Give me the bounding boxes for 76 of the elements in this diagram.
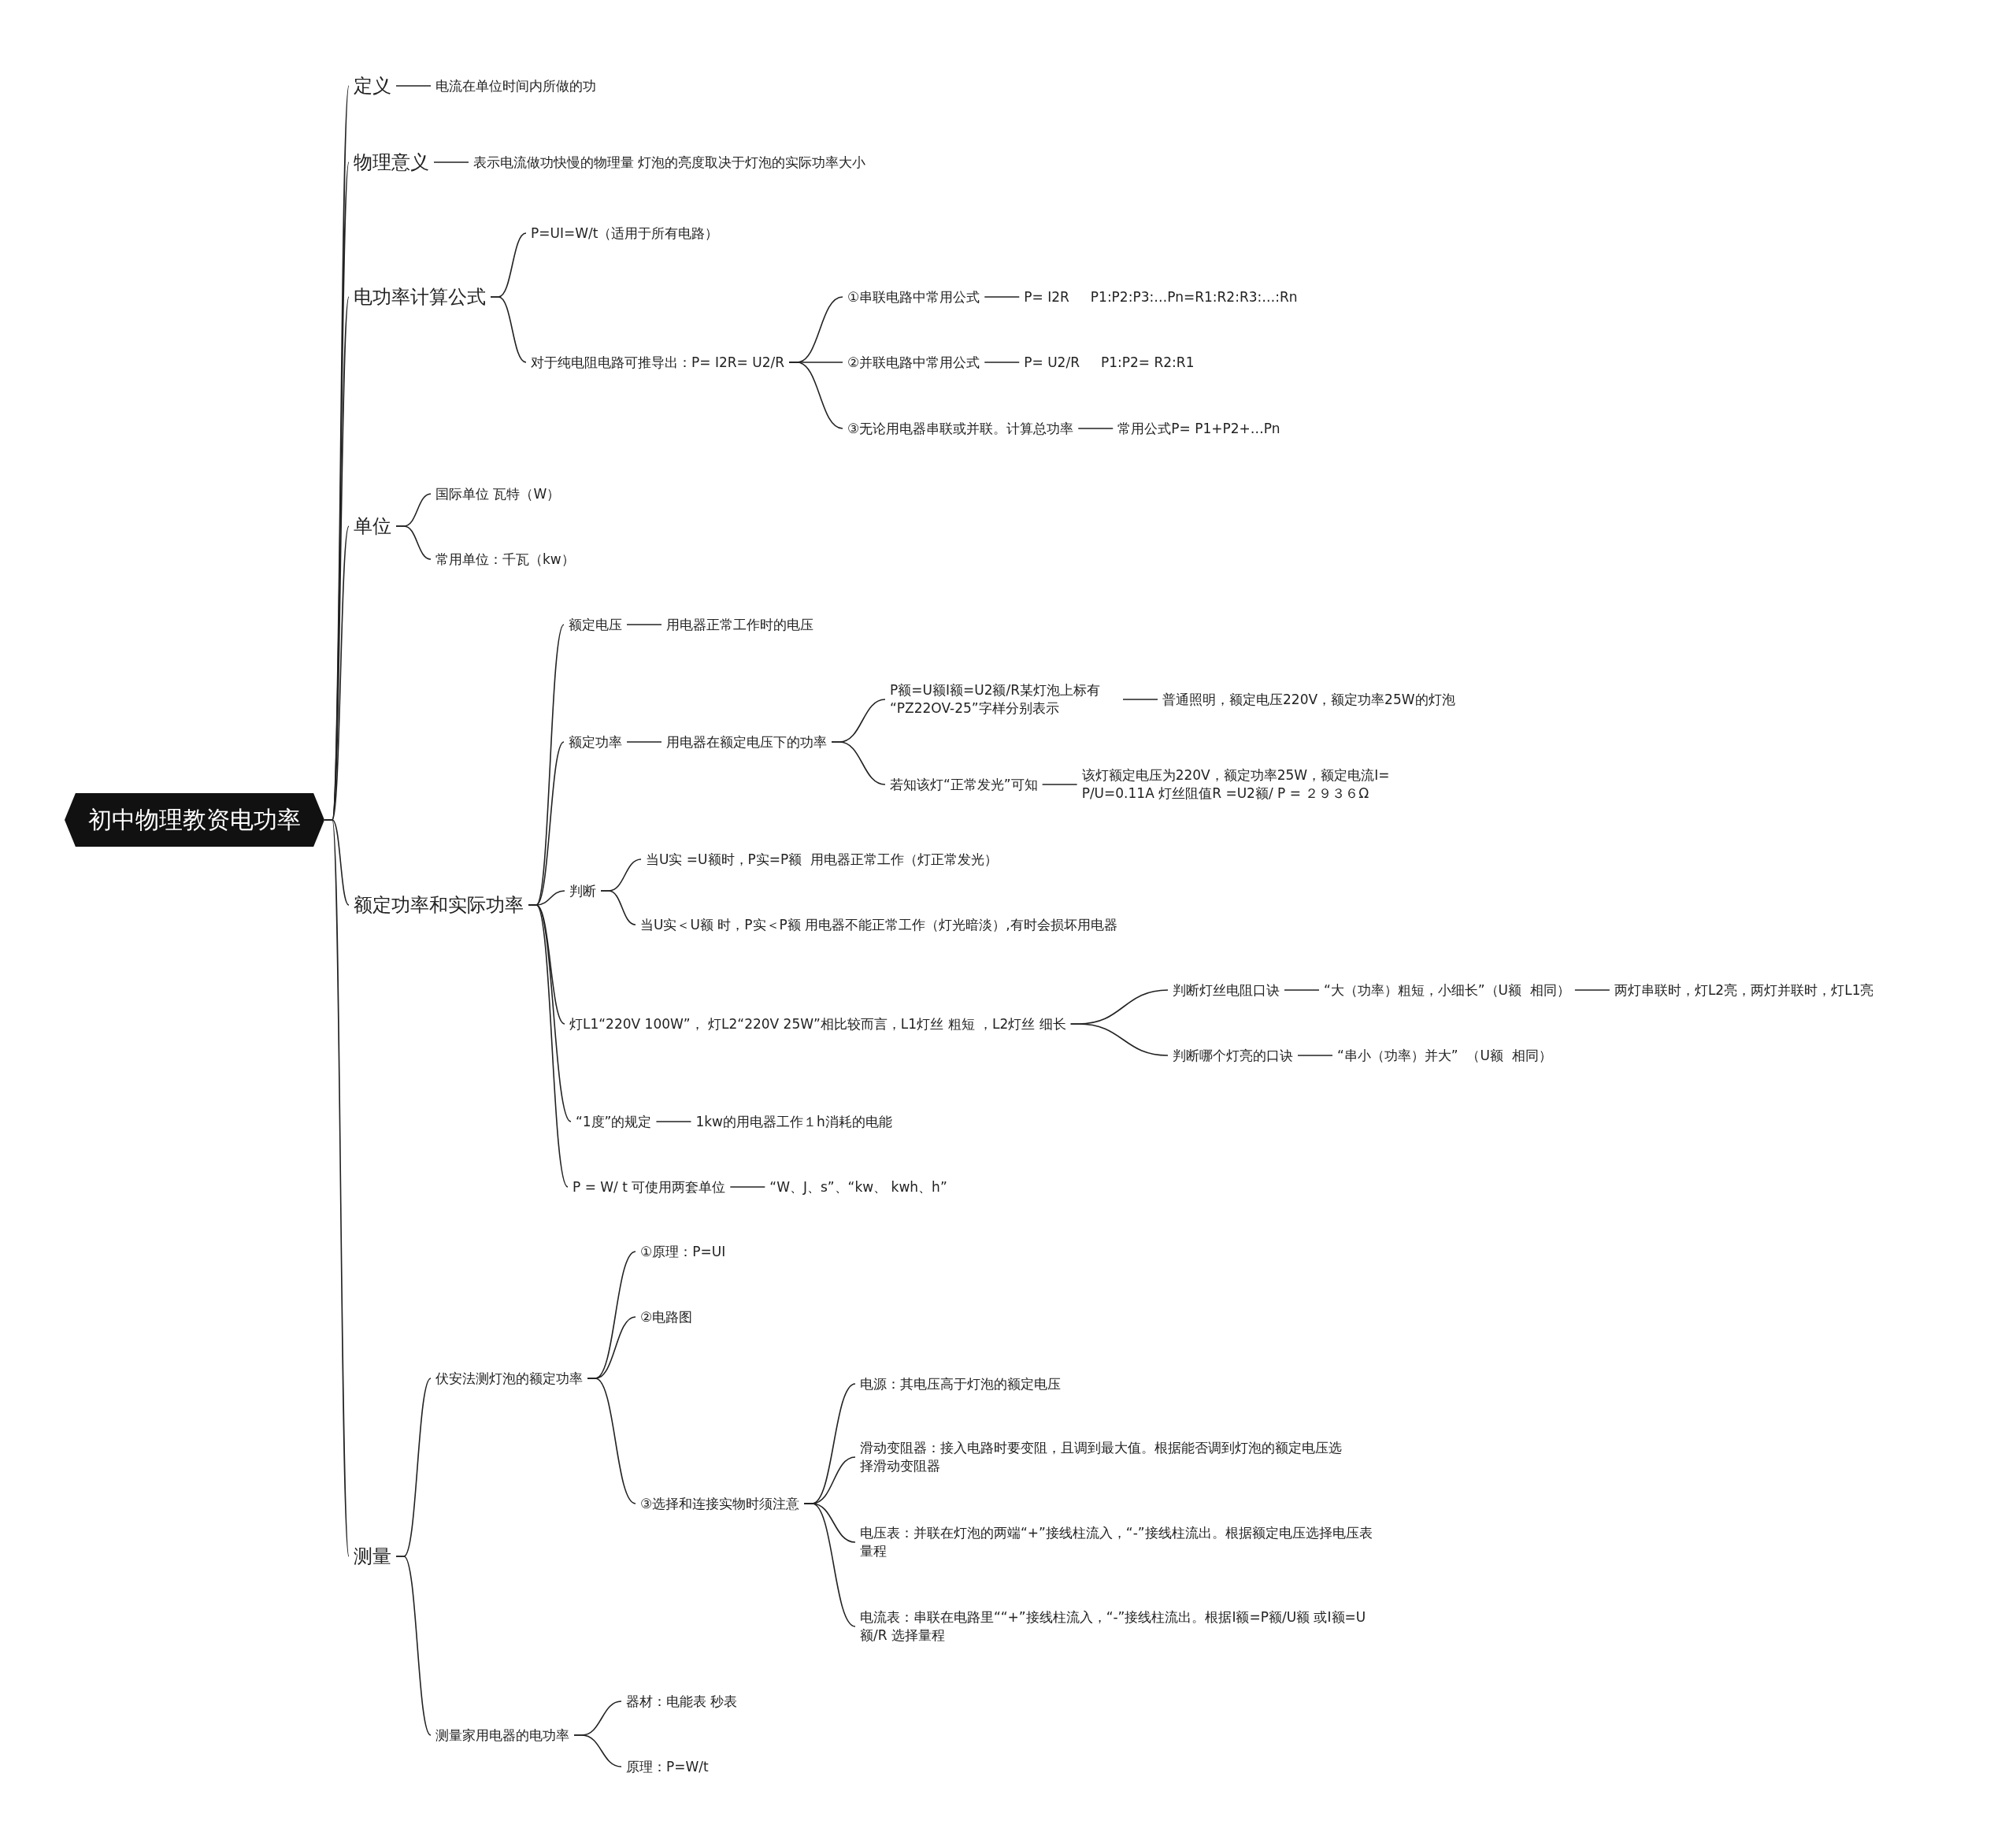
subtopic-text: 判断哪个灯亮的口诀 <box>1168 1044 1298 1066</box>
subtopic-text: ③无论用电器串联或并联。计算总功率 <box>843 417 1079 439</box>
subtopic-text: 滑动变阻器：接入电路时要变阻，且调到最大值。根据能否调到灯泡的额定电压选择滑动变阻器 <box>855 1437 1357 1477</box>
subtopic-text: ①原理：P=UI <box>636 1241 731 1263</box>
topic-label: 物理意义 <box>349 147 434 177</box>
subtopic-text: 原理：P=W/t <box>621 1756 713 1778</box>
connector-line <box>788 362 843 429</box>
subtopic-text: ③选择和连接实物时须注意 <box>636 1493 805 1515</box>
subtopic-text: 判断 <box>565 880 601 902</box>
subtopic-text: 1kw的用电器工作１h消耗的电能 <box>691 1111 897 1133</box>
subtopic-text: 常用单位：千瓦（kw） <box>431 548 580 570</box>
subtopic-text: 该灯额定电压为220V，额定功率25W，额定电流I= P/U=0.11A 灯丝阻值R =U2额/ P = ２９３６Ω <box>1077 765 1425 804</box>
connector-line <box>831 741 886 785</box>
connector-line <box>655 1121 692 1122</box>
topic-label: 额定功率和实际功率 <box>349 890 528 920</box>
subtopic-text: 表示电流做功快慢的物理量 灯泡的亮度取决于灯泡的实际功率大小 <box>469 151 871 173</box>
connector-line <box>984 362 1021 363</box>
connector-line <box>1297 1055 1333 1056</box>
subtopic-text: 测量家用电器的电功率 <box>431 1724 574 1746</box>
subtopic-text: P额=U额I额=U2额/R某灯泡上标有 “PZ22OV-25”字样分别表示 <box>885 680 1123 719</box>
subtopic-text: 电压表：并联在灯泡的两端“+”接线柱流入，“-”接线柱流出。根据额定电压选择电压表量程 <box>855 1522 1384 1562</box>
topic-label: 单位 <box>349 511 396 541</box>
connector-line <box>1041 784 1078 785</box>
topic-label: 测量 <box>349 1541 396 1571</box>
connector-line <box>803 1503 856 1627</box>
subtopic-text: ②并联电路中常用公式 <box>843 351 985 373</box>
topic-label: 定义 <box>349 71 396 101</box>
connector-line <box>433 161 469 163</box>
topic-label: 电功率计算公式 <box>349 282 491 312</box>
subtopic-text: “串小（功率）并大” （U额 相同） <box>1332 1044 1557 1066</box>
connector-line <box>600 890 636 925</box>
subtopic-text: 灯L1“220V 100W”， 灯L2“220V 25W”相比较而言，L1灯丝 粗短 ，L2灯丝 细长 <box>565 1013 1071 1035</box>
connector-line <box>395 1556 432 1736</box>
connector-line <box>528 904 569 1188</box>
subtopic-text: ①串联电路中常用公式 <box>843 286 985 308</box>
connector-line <box>1077 428 1114 429</box>
connector-line <box>626 741 662 743</box>
subtopic-text: ②电路图 <box>636 1306 698 1328</box>
subtopic-text: 常用公式P= P1+P2+…Pn <box>1113 417 1285 439</box>
connector-line <box>1284 989 1320 991</box>
subtopic-text: 电源：其电压高于灯泡的额定电压 <box>855 1373 1065 1395</box>
central-topic: 初中物理教资电功率 <box>65 792 324 847</box>
subtopic-text: 用电器正常工作时的电压 <box>662 614 818 636</box>
subtopic-text: 两灯串联时，灯L2亮，两灯并联时，灯L1亮 <box>1609 979 1879 1001</box>
subtopic-text: 当U实＜U额 时，P实＜P额 用电器不能正常工作（灯光暗淡）,有时会损坏用电器 <box>636 914 1122 936</box>
subtopic-text: P= U2/R P1:P2= R2:R1 <box>1019 351 1199 373</box>
subtopic-text: “大（功率）粗短，小细长”（U额 相同） <box>1319 979 1575 1001</box>
connector-line <box>490 296 527 363</box>
subtopic-text: 国际单位 瓦特（W） <box>431 483 565 505</box>
connector-line <box>1574 989 1610 991</box>
connector-line <box>573 1734 622 1767</box>
subtopic-text: 若知该灯“正常发光”可知 <box>885 773 1043 796</box>
subtopic-text: 额定功率 <box>564 731 627 753</box>
subtopic-text: 普通照明，额定电压220V，额定功率25W的灯泡 <box>1158 688 1460 710</box>
subtopic-text: 电流在单位时间内所做的功 <box>431 75 601 97</box>
subtopic-text: P=UI=W/t（适用于所有电路） <box>526 222 724 244</box>
subtopic-text: 电流表：串联在电路里““+”接线柱流入，“-”接线柱流出。根据I额=P额/U额 或I额=U额/R 选择量程 <box>855 1607 1384 1646</box>
subtopic-text: 判断灯丝电阻口诀 <box>1168 979 1284 1001</box>
subtopic-text: 对于纯电阻电路可推导出：P= I2R= U2/R <box>526 351 789 373</box>
subtopic-text: P= I2R P1:P2:P3:…Pn=R1:R2:R3:…:Rn <box>1019 286 1303 308</box>
subtopic-text: 器材：电能表 秒表 <box>621 1690 743 1712</box>
subtopic-text: 伏安法测灯泡的额定功率 <box>431 1367 587 1389</box>
connector-line <box>729 1186 766 1188</box>
connector-line <box>395 85 432 87</box>
subtopic-text: “W、J、s”、“kw、 kwh、h” <box>765 1176 952 1198</box>
connector-line <box>626 624 662 625</box>
connector-line <box>984 296 1021 298</box>
subtopic-text: “1度”的规定 <box>571 1111 657 1133</box>
subtopic-text: P = W/ t 可使用两套单位 <box>568 1176 731 1198</box>
subtopic-text: 用电器在额定电压下的功率 <box>662 731 832 753</box>
connector-line <box>395 525 432 560</box>
connector-line <box>1122 699 1158 700</box>
connector-line <box>587 1378 636 1504</box>
subtopic-text: 当U实 =U额时，P实=P额 用电器正常工作（灯正常发光） <box>641 848 1003 870</box>
subtopic-text: 额定电压 <box>564 614 627 636</box>
connector-line <box>1069 1023 1169 1056</box>
